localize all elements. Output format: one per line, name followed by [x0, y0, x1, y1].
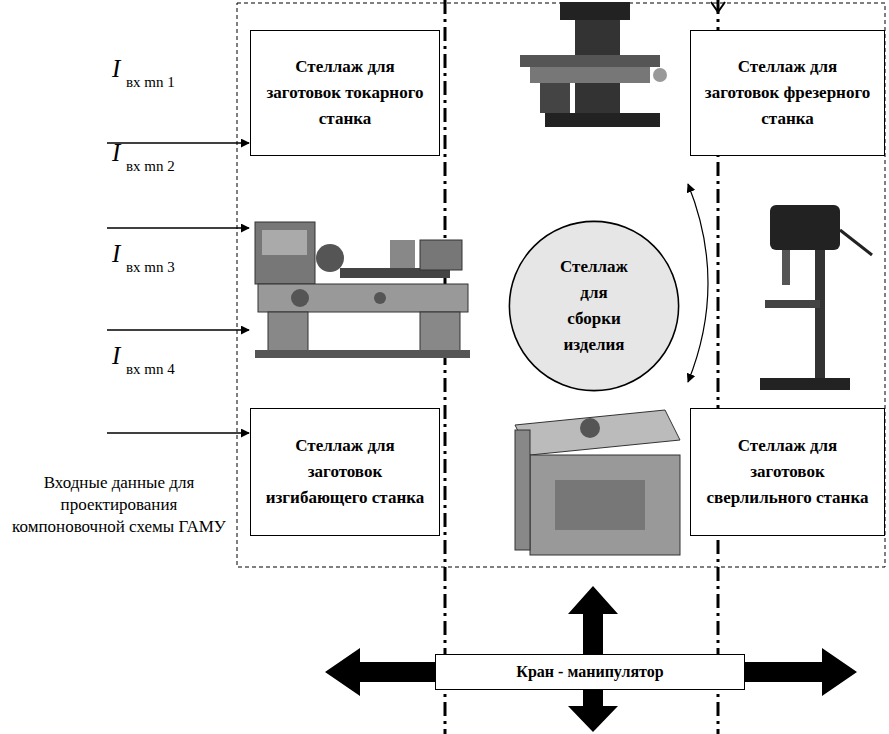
signal-subscript: вх mn 2	[126, 157, 175, 175]
circle-outline	[508, 220, 680, 392]
rack-box: Стеллаж для заготовок сверлильного станк…	[690, 408, 885, 536]
input-arrows	[107, 143, 249, 433]
assembly-circle: Стеллаж для сборки изделия	[508, 220, 680, 392]
node-label: Стеллаж для заготовок изгибающего станка	[261, 433, 429, 511]
node-label: Кран - манипулятор	[516, 661, 663, 683]
signal-symbol: I	[112, 139, 120, 167]
region-border	[237, 3, 885, 567]
signal-subscript: вх mn 1	[126, 73, 175, 91]
note-text: Входные данные для проектирования компон…	[4, 472, 234, 538]
bending-machine	[515, 410, 680, 555]
crane-box: Кран - манипулятор	[435, 654, 745, 690]
signal-symbol: I	[112, 240, 120, 268]
signal-symbol: I	[112, 55, 120, 83]
drill-press	[760, 205, 872, 390]
rack-box: Стеллаж для заготовок токарного станка	[250, 30, 440, 156]
axis-mark	[711, 2, 725, 12]
signal-subscript: вх mn 3	[126, 258, 175, 276]
signal-symbol: I	[112, 342, 120, 370]
rack-box: Стеллаж для заготовок фрезерного станка	[690, 30, 885, 156]
node-label: Стеллаж для сборки изделия	[553, 254, 635, 358]
axis-line	[444, 0, 447, 734]
milling-machine	[520, 2, 667, 127]
node-label: Стеллаж для заготовок сверлильного станк…	[701, 433, 874, 511]
crane-arrows	[325, 586, 857, 732]
rack-box: Стеллаж для заготовок изгибающего станка	[250, 408, 440, 536]
node-label: Стеллаж для заготовок токарного станка	[261, 54, 429, 132]
node-label: Стеллаж для заготовок фрезерного станка	[701, 54, 874, 132]
signal-subscript: вх mn 4	[126, 360, 175, 378]
lathe	[255, 222, 470, 358]
rotation-arrow	[688, 184, 708, 382]
